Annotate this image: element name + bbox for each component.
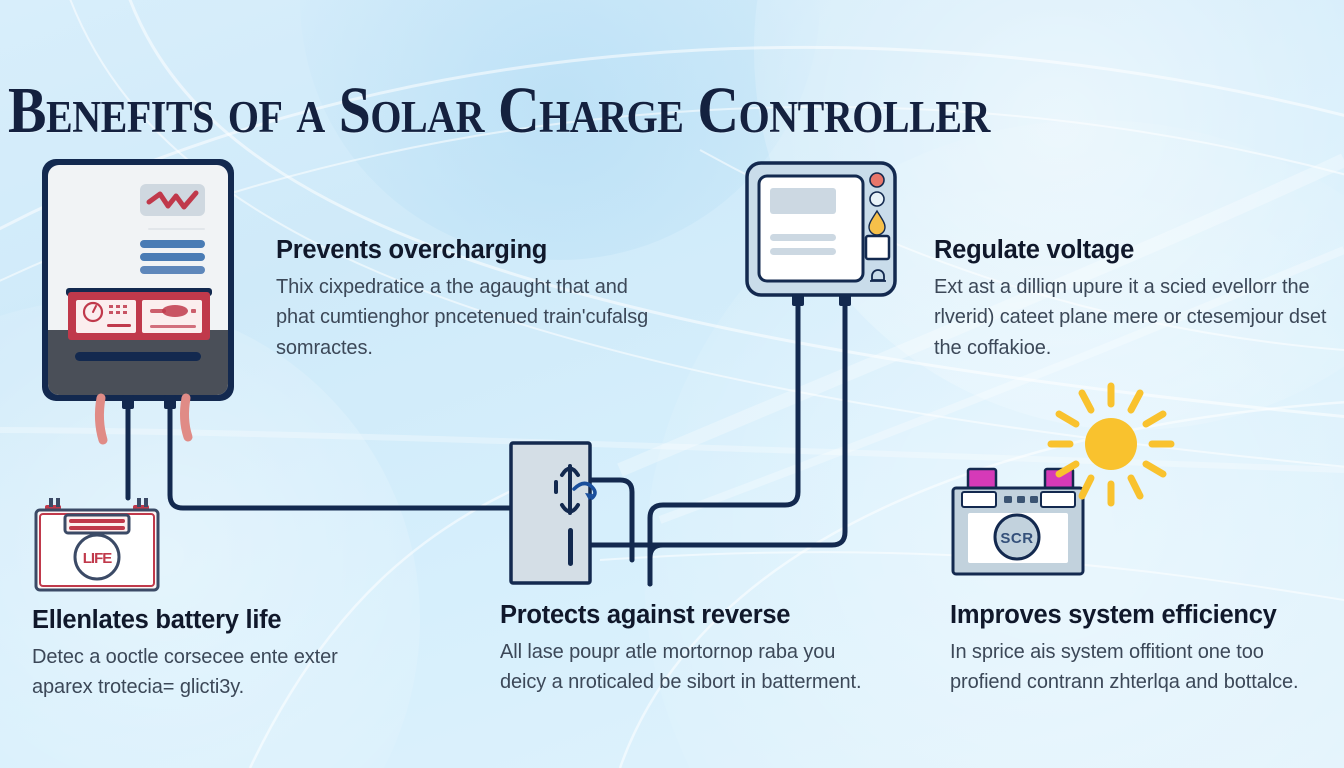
benefit-body: Thix cixpedratice a the agaught that and… bbox=[276, 276, 649, 359]
benefit-improves-system-efficiency: Improves system efficiency In sprice ais… bbox=[950, 601, 1330, 698]
solar-battery-illustration: SCR bbox=[951, 467, 1085, 576]
benefit-heading: Regulate voltage bbox=[934, 236, 1135, 264]
benefit-prevents-overcharging: Prevents overcharging Thix cixpedratice … bbox=[276, 236, 668, 363]
page-title: Benefits of a Solar Charge Controller bbox=[8, 74, 990, 147]
waveform-icon bbox=[146, 190, 199, 210]
battery-life-label: LIFE bbox=[83, 550, 112, 567]
wire-controller-left bbox=[647, 297, 801, 587]
benefit-heading: Protects against reverse bbox=[500, 601, 791, 629]
white-button-icon bbox=[864, 234, 891, 261]
wiring-diagram bbox=[125, 297, 848, 587]
benefit-regulate-voltage: Regulate voltage Ext ast a dilliqn upure… bbox=[934, 236, 1334, 363]
charge-controller-illustration bbox=[745, 161, 897, 306]
bell-icon bbox=[870, 269, 886, 282]
reverse-protection-module-illustration bbox=[509, 441, 597, 585]
reverse-arrow-icon bbox=[572, 481, 597, 500]
benefit-heading: Prevents overcharging bbox=[276, 236, 548, 264]
benefit-protects-against-reverse: Protects against reverse All lase poupr … bbox=[500, 601, 880, 698]
benefit-body: Ext ast a dilliqn upure it a scied evell… bbox=[934, 276, 1327, 359]
benefit-body: All lase poupr atle mortornop raba you d… bbox=[500, 641, 862, 694]
benefit-heading: Improves system efficiency bbox=[950, 601, 1277, 629]
benefit-body: In sprice ais system offitiont one too p… bbox=[950, 641, 1299, 694]
wire-controller-right bbox=[647, 297, 848, 587]
battery-life-illustration: LIFE bbox=[34, 498, 160, 592]
solar-inverter-illustration bbox=[42, 159, 234, 445]
cable-tail-right bbox=[180, 393, 193, 442]
wire-module-stub-a bbox=[587, 477, 635, 563]
solar-battery-label: SCR bbox=[1000, 530, 1033, 547]
empty-led-icon bbox=[869, 191, 885, 207]
cable-tail-left bbox=[95, 393, 108, 445]
red-led-icon bbox=[869, 172, 885, 188]
benefit-body: Detec a ooctle corsecee ente exter apare… bbox=[32, 646, 338, 699]
sun-illustration bbox=[1047, 382, 1175, 507]
benefit-extends-battery-life: Ellenlates battery life Detec a ooctle c… bbox=[32, 606, 392, 703]
benefit-heading: Ellenlates battery life bbox=[32, 606, 282, 634]
wire-inverter-to-module bbox=[167, 397, 513, 511]
